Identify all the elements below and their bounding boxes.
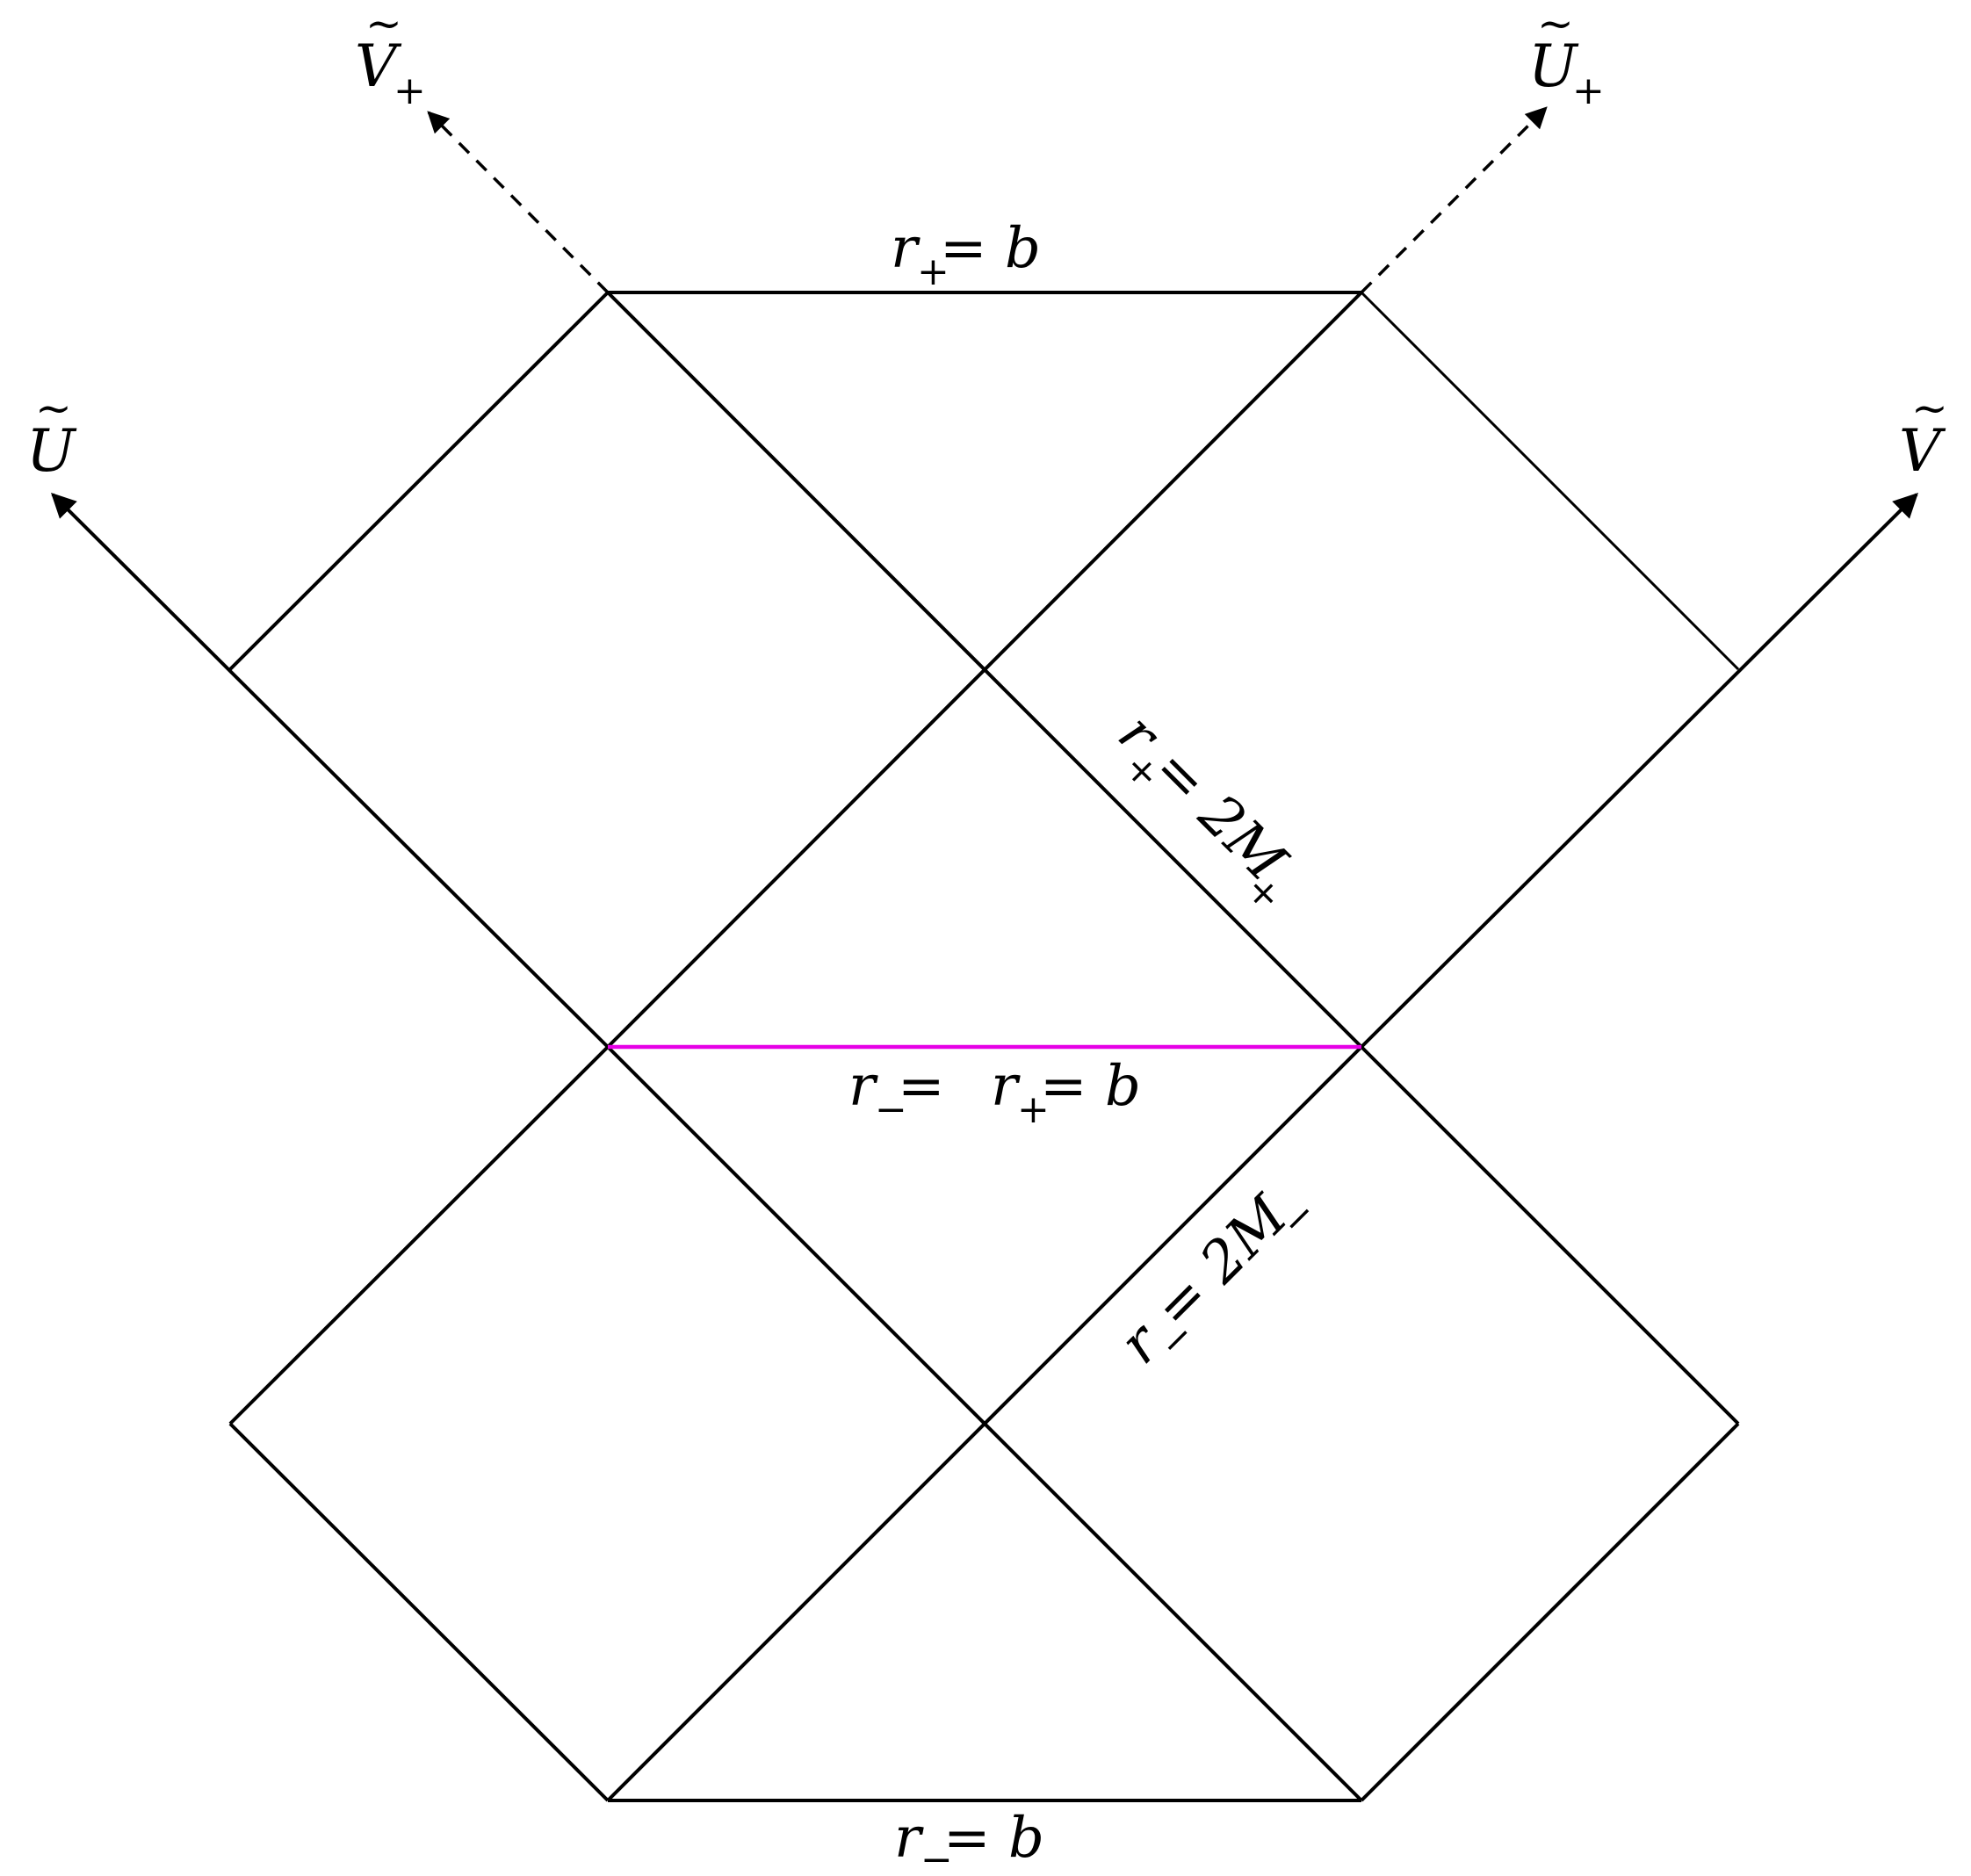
upper-right-edge (1360, 291, 1740, 671)
junction-label-mid: = (898, 1054, 945, 1119)
junction-label-r1: r (848, 1054, 878, 1119)
u-plus-axis-sub: + (1572, 69, 1605, 113)
v-plus-axis-sub: + (393, 69, 426, 113)
u-plus-axis-label: U (1528, 32, 1579, 100)
v-axis-label: V (1899, 417, 1946, 485)
upper-left-edge (228, 291, 610, 671)
junction-label-rest: = b (1040, 1054, 1141, 1119)
horizon-minus-label-rest: = 2M (1143, 1183, 1302, 1342)
axis-label-u: U ~ (26, 383, 77, 485)
bottom-boundary-label: r − = b (894, 1806, 1044, 1876)
horizon-minus-line (606, 1045, 1363, 1802)
lower-left-upper-edge (228, 1045, 610, 1425)
v-plus-dashed-arrow (427, 111, 610, 294)
u-plus-axis-tilde: ~ (1537, 0, 1574, 49)
bottom-label-r: r (894, 1806, 924, 1871)
lower-right-lower-edge (1360, 1422, 1740, 1802)
horizon-plus-label-rest: = 2M (1140, 737, 1299, 896)
lower-right-upper-edge (1360, 1045, 1740, 1425)
top-label-sub: + (917, 249, 949, 294)
axis-label-u-plus: U ~ + (1528, 0, 1605, 113)
v-plus-axis-label: V (355, 32, 402, 100)
junction-label-sub2: + (1017, 1087, 1050, 1132)
lower-left-lower-edge (228, 1422, 610, 1802)
v-axis-line (1360, 493, 1918, 1049)
u-plus-dashed-arrow (1360, 106, 1548, 294)
junction-label-sub1: − (875, 1087, 907, 1132)
u-axis-line (51, 493, 610, 1049)
u-axis-tilde: ~ (35, 383, 72, 434)
top-boundary-label: r + = b (891, 216, 1041, 294)
axis-label-v-plus: V ~ + (355, 0, 426, 113)
v-plus-axis-tilde: ~ (365, 0, 402, 49)
bottom-label-sub: − (921, 1837, 953, 1876)
dashed-axes (427, 106, 1548, 294)
v-axis-tilde: ~ (1911, 383, 1948, 434)
horizon-plus-label: r + = 2M + (1106, 702, 1299, 920)
u-axis-label: U (26, 417, 77, 485)
horizon-minus-label: r − = 2M − (1108, 1183, 1326, 1376)
diagonal-top-right-sw (606, 291, 1363, 1049)
bottom-label-rest: = b (943, 1806, 1044, 1871)
junction-label-r2: r (991, 1054, 1021, 1119)
junction-label: r − = r + = b (848, 1054, 1141, 1132)
axis-label-v: V ~ (1899, 383, 1948, 485)
top-label-r: r (891, 216, 921, 281)
top-label-rest: = b (940, 216, 1041, 281)
diagram-lines (51, 291, 1918, 1802)
